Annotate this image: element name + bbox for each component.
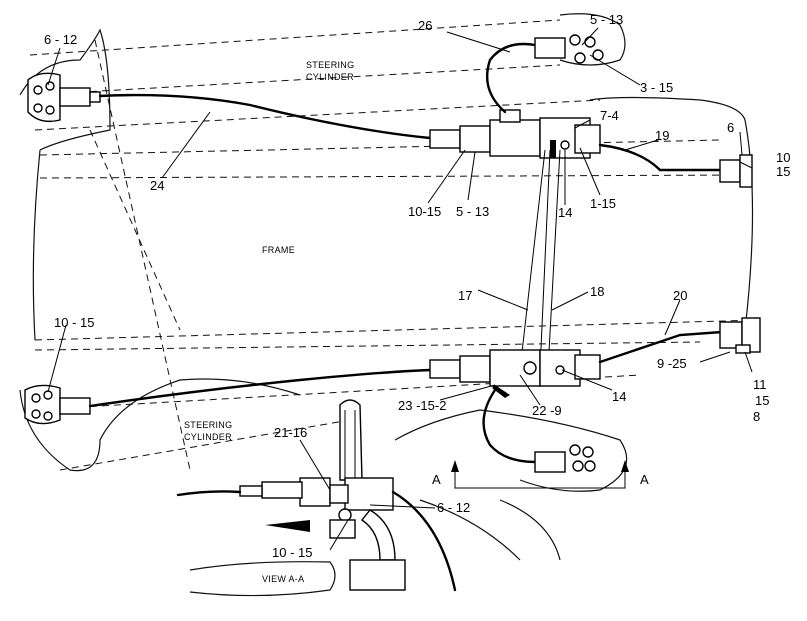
right-top-component bbox=[719, 154, 753, 188]
top-valve-assembly bbox=[429, 109, 601, 159]
label-frame: FRAME bbox=[262, 245, 295, 255]
callout-23-15-2: 23 -15-2 bbox=[398, 398, 446, 413]
callout-17: 17 bbox=[458, 288, 472, 303]
callout-19: 19 bbox=[655, 128, 669, 143]
callout-10-15-view: 10 - 15 bbox=[272, 545, 312, 560]
label-steering-bottom: STEERING bbox=[184, 420, 232, 430]
line-18 bbox=[539, 149, 551, 371]
callout-14-bottom: 14 bbox=[612, 389, 626, 404]
area-labels: STEERING CYLINDER FRAME STEERING CYLINDE… bbox=[184, 60, 354, 584]
section-marker-a-left: A bbox=[432, 472, 441, 487]
callout-20: 20 bbox=[673, 288, 687, 303]
hose-24 bbox=[98, 93, 432, 140]
label-view-a-a: VIEW A-A bbox=[262, 574, 304, 584]
right-bottom-component bbox=[719, 317, 761, 354]
bottom-valve-assembly bbox=[429, 349, 601, 398]
callout-1-15: 1-15 bbox=[590, 196, 616, 211]
view-a-a-detail bbox=[176, 399, 457, 592]
callout-3-15: 3 - 15 bbox=[640, 80, 673, 95]
hose-26 bbox=[485, 42, 537, 114]
callout-7-4: 7-4 bbox=[600, 108, 619, 123]
callout-18: 18 bbox=[590, 284, 604, 299]
callouts: 6 - 12 26 5 - 13 3 - 15 7-4 19 6 10 15 2… bbox=[44, 12, 790, 560]
bottom-right-cylinder-fitting bbox=[534, 444, 596, 473]
top-right-cylinder-fitting bbox=[534, 34, 604, 64]
callout-14-top: 14 bbox=[558, 205, 572, 220]
bottom-left-cylinder-fitting bbox=[24, 384, 91, 425]
callout-6-12-view: 6 - 12 bbox=[437, 500, 470, 515]
callout-6: 6 bbox=[727, 120, 734, 135]
callout-26: 26 bbox=[418, 18, 432, 33]
callout-21-16: 21-16 bbox=[274, 425, 307, 440]
callout-10-15-top: 10-15 bbox=[408, 204, 441, 219]
callout-15-top: 15 bbox=[776, 164, 790, 179]
callout-15-right: 15 bbox=[755, 393, 769, 408]
callout-10-15-left: 10 - 15 bbox=[54, 315, 94, 330]
line-17 bbox=[519, 149, 546, 371]
hose-bottom-loop bbox=[482, 388, 537, 464]
label-cylinder-bottom: CYLINDER bbox=[184, 432, 232, 442]
frame-outlines bbox=[19, 13, 761, 597]
leader-lines bbox=[47, 27, 753, 551]
callout-6-12-top: 6 - 12 bbox=[44, 32, 77, 47]
hose-19 bbox=[598, 143, 722, 172]
hose-20 bbox=[598, 330, 724, 364]
callout-11: 11 bbox=[753, 377, 767, 392]
hose-bottom-long bbox=[88, 368, 432, 408]
callout-5-13-mid: 5 - 13 bbox=[456, 204, 489, 219]
callout-8: 8 bbox=[753, 409, 760, 424]
top-left-cylinder-fitting bbox=[27, 72, 101, 123]
callout-22-9: 22 -9 bbox=[532, 403, 562, 418]
callout-9-25: 9 -25 bbox=[657, 356, 687, 371]
callout-10-top: 10 bbox=[776, 150, 790, 165]
label-cylinder-top: CYLINDER bbox=[306, 72, 354, 82]
callout-24: 24 bbox=[150, 178, 164, 193]
section-line-a-a bbox=[451, 460, 629, 489]
label-steering-top: STEERING bbox=[306, 60, 354, 70]
section-marker-a-right: A bbox=[640, 472, 649, 487]
callout-5-13-top: 5 - 13 bbox=[590, 12, 623, 27]
